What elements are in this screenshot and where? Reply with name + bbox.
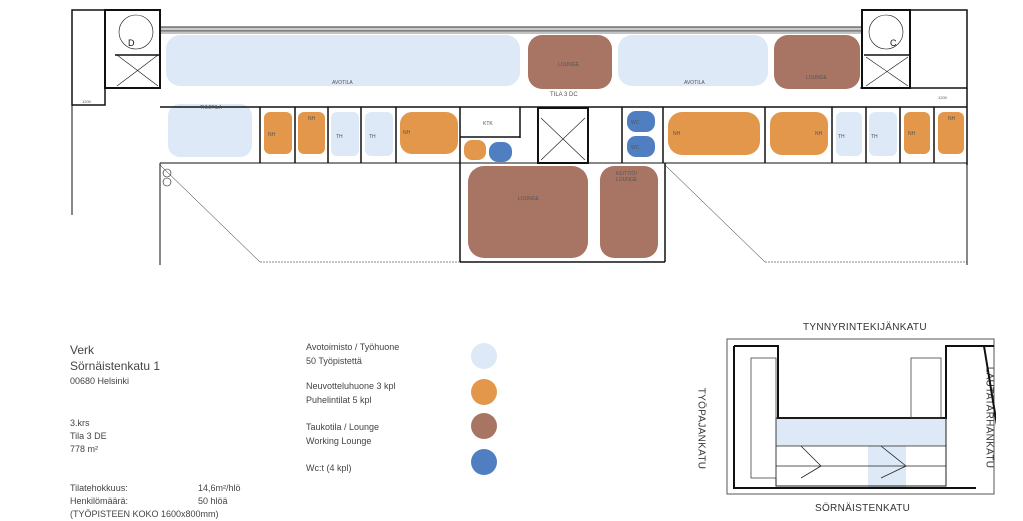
work-room-zone xyxy=(836,112,862,156)
legend-text: Taukotila / Lounge xyxy=(306,422,380,432)
workstation-note: (TYÖPISTEEN KOKO 1600x800mm) xyxy=(70,509,219,519)
work-room-zone xyxy=(331,112,359,156)
legend-text: Puhelintilat 5 kpl xyxy=(306,395,372,405)
phone-room-zone xyxy=(298,112,325,154)
zone-label: LOUNGE xyxy=(518,196,540,202)
wc-zone xyxy=(627,111,655,132)
legend-text: Neuvotteluhuone 3 kpl xyxy=(306,381,396,391)
phone-room-zone xyxy=(464,140,486,160)
zone-label: TH xyxy=(838,134,845,140)
legend-item: Avotoimisto / Työhuone 50 Työpistettä xyxy=(306,340,399,368)
legend-swatch xyxy=(471,379,497,405)
street-south: SÖRNÄISTENKATU xyxy=(815,503,911,514)
spiral-stair-icon xyxy=(118,14,154,50)
key-map-drawing xyxy=(726,338,996,495)
legend-swatch xyxy=(471,343,497,369)
lounge-zone xyxy=(774,35,860,89)
zone-label: KEITTIÖ/ xyxy=(616,170,637,177)
street-north: TYNNYRINTEKIJÄNKATU xyxy=(803,322,927,333)
zone-label: NH xyxy=(673,131,681,137)
meeting-room-zone xyxy=(400,112,458,154)
property-street: Sörnäistenkatu 1 xyxy=(70,359,161,373)
spiral-stair-icon xyxy=(868,14,904,50)
team-room-zone xyxy=(168,104,252,157)
zone-label: WC xyxy=(631,120,640,126)
zone-label: NH xyxy=(948,116,956,122)
zone-label: TIIMITILA xyxy=(200,105,223,111)
zone-label: TH xyxy=(871,134,878,140)
zone-label: KTK xyxy=(483,121,493,127)
zone-label: AVOTILA xyxy=(684,80,705,86)
work-room-zone xyxy=(869,112,897,156)
area: 778 m² xyxy=(70,444,99,454)
persons-value: 50 hlöä xyxy=(198,496,228,506)
phone-room-zone xyxy=(938,112,964,154)
zone-label: LOUNGE xyxy=(558,62,580,68)
zones xyxy=(166,35,964,258)
zone-label: WC xyxy=(631,145,640,151)
stats: Tilatehokkuus: 14,6m²/hlö Henkilömäärä: 50… xyxy=(70,482,270,521)
space-label: TILA 3 DC xyxy=(550,92,578,98)
legend-text: Wc:t (4 kpl) xyxy=(306,463,352,473)
space-info: 3.krs Tila 3 DE 778 m² xyxy=(70,417,107,456)
street-west: TYÖPAJANKATU xyxy=(695,387,707,470)
wc-zone xyxy=(627,136,655,157)
lounge-zone xyxy=(528,35,612,89)
legend-swatch xyxy=(471,449,497,475)
legend-item: Wc:t (4 kpl) xyxy=(306,461,352,475)
lounge-zone xyxy=(468,166,588,258)
meeting-room-zone xyxy=(668,112,760,155)
kitchen-lounge-zone xyxy=(600,166,658,258)
zone-label: TH xyxy=(336,134,343,140)
zone-label: LOUNGE xyxy=(616,177,638,183)
open-office-zone xyxy=(166,35,520,86)
zone-label: NH xyxy=(268,132,276,138)
zone-label: LOUNGE xyxy=(806,75,828,81)
floor: 3.krs xyxy=(70,418,90,428)
legend-text: 50 Työpistettä xyxy=(306,356,362,366)
zone-label: NH xyxy=(403,130,411,136)
zone-label: AVOTILA xyxy=(332,80,353,86)
walls xyxy=(71,9,968,265)
dimension-label: 1200 xyxy=(82,99,92,104)
legend-text: Working Lounge xyxy=(306,436,372,446)
meeting-room-zone xyxy=(770,112,828,155)
open-office-zone xyxy=(618,35,768,86)
zone-label: NH xyxy=(908,131,916,137)
property-name: Verk xyxy=(70,343,95,357)
efficiency-value: 14,6m²/hlö xyxy=(198,483,241,493)
work-room-zone xyxy=(365,112,393,156)
stair-label: C xyxy=(890,38,897,48)
wc-zone xyxy=(489,142,512,162)
phone-room-zone xyxy=(904,112,930,154)
property-info: Verk Sörnäistenkatu 1 00680 Helsinki xyxy=(70,342,160,388)
zone-label: TH xyxy=(369,134,376,140)
phone-room-zone xyxy=(264,112,292,154)
zone-label: NH xyxy=(815,131,823,137)
legend-text: Avotoimisto / Työhuone xyxy=(306,342,400,352)
persons-label: Henkilömäärä: xyxy=(70,496,129,506)
zone-label: NH xyxy=(308,116,316,122)
efficiency-label: Tilatehokkuus: xyxy=(70,483,128,493)
space-id: Tila 3 DE xyxy=(70,431,107,441)
dimension-label: 1200 xyxy=(938,95,948,100)
property-postal: 00680 Helsinki xyxy=(70,376,130,386)
stair-icons xyxy=(118,14,904,50)
stair-label: D xyxy=(128,38,135,48)
legend-swatch xyxy=(471,413,497,439)
floor-plan: D C AVOTILA AVOTILA LOUNGE LOUNGE TIIMIT… xyxy=(71,9,968,265)
